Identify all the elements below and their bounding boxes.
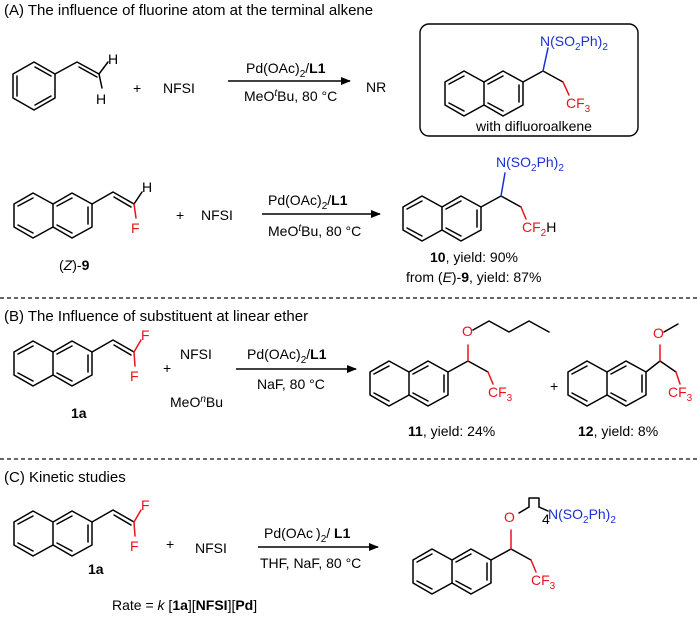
section-a-title: (A) The influence of fluorine atom at th… — [4, 2, 373, 19]
reaction-arrow-b: Pd(OAc)2/L1 NaF, 80 °C — [236, 346, 357, 392]
kinetic-product-structure: O 4 CF3 — [412, 497, 556, 595]
substrate-1a-structure: F F — [13, 497, 150, 557]
oxygen-label: O — [462, 323, 473, 339]
product-11-structure: O CF3 — [369, 320, 550, 407]
sulfonimide-group-label: N(SO2Ph)2 — [548, 506, 616, 526]
no-reaction-label: NR — [366, 79, 386, 95]
reaction-arrow-c: Pd(OAc)2/ L1 THF, NaF, 80 °C — [258, 525, 379, 571]
conditions-label: THF, NaF, 80 °C — [260, 555, 361, 571]
reaction-arrow-a1: Pd(OAc)2/L1 MeOtBu, 80 °C — [228, 60, 351, 104]
catalyst-label: Pd(OAc)2/L1 — [247, 346, 327, 366]
sulfonimide-group-label: N(SO2Ph)2 — [496, 154, 564, 174]
plus-sign: + — [176, 207, 184, 223]
difluoroalkene-box — [419, 23, 639, 137]
oxygen-label: O — [504, 509, 515, 525]
fluorine-label: F — [131, 220, 140, 236]
yield-10-label: 10, yield: 90% — [430, 249, 518, 265]
styrene-structure: H H — [12, 51, 118, 111]
substrate-1a-structure: F F — [13, 327, 150, 387]
plus-sign: + — [166, 536, 174, 552]
h-label: H — [108, 51, 118, 67]
conditions-label: MeOtBu, 80 °C — [268, 223, 361, 239]
fluorine-label: F — [130, 538, 139, 554]
compound-1a-label: 1a — [71, 405, 87, 421]
product-10-structure — [402, 172, 527, 242]
oxygen-label: O — [653, 325, 664, 341]
catalyst-label: Pd(OAc)2/L1 — [246, 60, 326, 80]
yield-12-label: 12, yield: 8% — [578, 423, 658, 439]
yield-e-9-label: from (E)-9, yield: 87% — [406, 269, 541, 285]
reagent-nfsi: NFSI — [201, 207, 233, 223]
catalyst-label: Pd(OAc)2/ L1 — [264, 525, 351, 545]
compound-1a-label: 1a — [88, 561, 104, 577]
rate-law-label: Rate = k [1a][NFSI][Pd] — [112, 597, 257, 613]
conditions-label: NaF, 80 °C — [257, 376, 325, 392]
cf3-group-label: CF3 — [488, 384, 513, 404]
product-12-structure: O CF3 — [567, 323, 693, 407]
fluorine-label: F — [130, 368, 139, 384]
reagent-nfsi: NFSI — [163, 80, 195, 96]
h-label: H — [96, 91, 106, 107]
cf3-group-label: CF3 — [531, 572, 556, 592]
methylene-count-label: 4 — [542, 511, 550, 527]
reagent-ether: MeOnBu — [170, 394, 223, 410]
conditions-label: MeOtBu, 80 °C — [244, 88, 337, 104]
section-b-title: (B) The Influence of substituent at line… — [4, 308, 308, 325]
reagent-nfsi: NFSI — [195, 540, 227, 556]
plus-sign: + — [550, 378, 558, 394]
fluorine-label: F — [141, 327, 150, 343]
plus-sign: + — [163, 360, 171, 376]
z-9-structure: H F — [13, 179, 152, 239]
difluoroalkene-caption: with difluoroalkene — [475, 118, 592, 134]
reagent-nfsi: NFSI — [180, 346, 212, 362]
cf3-group-label: CF3 — [668, 384, 693, 404]
reaction-arrow-a2: Pd(OAc)2/L1 MeOtBu, 80 °C — [262, 192, 381, 239]
yield-11-label: 11, yield: 24% — [408, 423, 495, 439]
cf2h-group-label: CF2H — [522, 219, 556, 239]
sulfonimide-group-label: N(SO2Ph)2 — [540, 33, 608, 53]
plus-sign: + — [133, 80, 141, 96]
cf3-group-label: CF3 — [566, 95, 591, 115]
naphthalene-product-structure — [444, 47, 570, 117]
catalyst-label: Pd(OAc)2/L1 — [268, 192, 348, 212]
section-c-title: (C) Kinetic studies — [4, 469, 126, 486]
fluorine-label: F — [141, 497, 150, 513]
compound-z-9-label: (Z)-9 — [59, 257, 90, 273]
h-label: H — [142, 179, 152, 195]
